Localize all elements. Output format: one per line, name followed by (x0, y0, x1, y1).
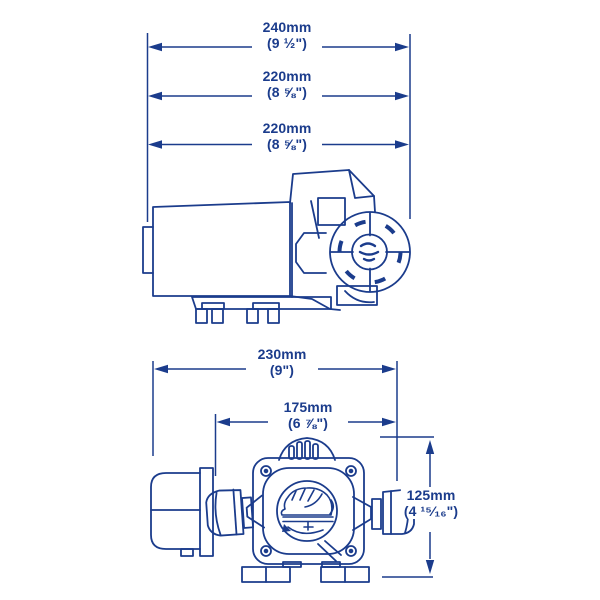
arrow-icon (395, 42, 409, 52)
whale-logo (280, 487, 335, 535)
emblem-swoosh-arrow (282, 524, 291, 532)
dimension-inch-text: (6 ⅞") (288, 414, 328, 431)
dimension-label-125mm: 125mm (4 ¹⁵⁄₁₆") (400, 487, 462, 519)
arrow-icon (382, 364, 396, 374)
foot-leg (211, 308, 224, 324)
connector-flange (371, 498, 382, 530)
whale-tail (329, 499, 335, 515)
dimension-inch-text: (8 ⅝") (267, 135, 307, 152)
connector-nut-facet (232, 488, 238, 536)
hose-clamp (295, 232, 327, 274)
dimension-mm-text: 230mm (257, 346, 307, 362)
dimension-inch-text: (9") (269, 361, 295, 378)
motor-cap-step (180, 548, 194, 557)
pump-side-view-drawing (142, 169, 411, 324)
arrow-icon (395, 140, 409, 149)
dimension-mm-text: 220mm (262, 120, 312, 136)
arrow-icon (148, 140, 162, 149)
whale-hatch (291, 488, 315, 502)
motor-cap-bell (150, 472, 201, 550)
side-view-dimension-lines (146, 33, 411, 222)
arrow-icon (154, 364, 168, 374)
corner-bolt (345, 545, 357, 557)
motor-end-tab (142, 226, 154, 274)
vent-fin (312, 443, 319, 460)
front-view-dimension-arrows (154, 364, 435, 574)
whale-fin (304, 493, 323, 508)
arrow-icon (425, 440, 435, 454)
foot-tab (321, 561, 341, 568)
pump-face-outer-circle (329, 211, 411, 293)
corner-bolt-dot (263, 468, 269, 474)
brand-stamp-marks (358, 242, 380, 262)
foot-leg (246, 308, 259, 324)
connector-wedge (245, 494, 266, 529)
motor-cap-flange (199, 467, 214, 557)
housing-bottom-curve (344, 290, 375, 304)
housing-bottom-edge (289, 295, 341, 311)
emblem-swoosh (287, 526, 324, 535)
dimension-label-240mm: 240mm (9 ½") (259, 19, 315, 51)
connector-nut (205, 489, 245, 537)
dimension-label-175mm: 175mm (6 ⅞") (280, 399, 336, 431)
housing-detail-panel (317, 197, 346, 226)
emblem-hook (303, 520, 314, 531)
foot-tab (282, 561, 302, 568)
vent-fin (288, 445, 295, 460)
pump-face-quadrant-lines (330, 212, 410, 292)
arrow-icon (148, 42, 162, 52)
foot-leg (267, 308, 280, 324)
left-hose-connector (205, 488, 266, 537)
pump-body-outer (252, 457, 365, 565)
top-vent-hump (278, 437, 336, 461)
dimension-mm-text: 175mm (283, 399, 333, 415)
brand-emblem-circle (276, 480, 338, 542)
arrow-icon (148, 91, 162, 101)
dimension-inch-text: (9 ½") (267, 34, 307, 51)
dimension-label-230mm: 230mm (9") (254, 346, 310, 378)
dimension-inch-text: (8 ⅝") (267, 83, 307, 100)
pump-front-view-drawing (150, 437, 415, 583)
arrow-icon (395, 91, 409, 101)
arrow-icon (425, 560, 435, 574)
vent-fin (296, 441, 303, 460)
foot-plate (252, 302, 280, 310)
arrow-icon (216, 417, 230, 427)
corner-bolt-dot (263, 548, 269, 554)
connector-wedge (352, 496, 372, 531)
housing-detail-line (310, 200, 320, 239)
side-view-dimension-arrows (148, 42, 409, 149)
corner-bolt-dot (348, 548, 354, 554)
housing-fold-corner (348, 169, 375, 199)
connector-flange (241, 496, 254, 529)
whale-body (280, 487, 333, 516)
corner-bolt (260, 545, 272, 557)
arrow-icon (382, 417, 396, 427)
front-view-dimension-lines (152, 361, 434, 578)
connector-nut-facet (214, 491, 222, 536)
foot-leg (195, 308, 208, 324)
dimension-mm-text: 125mm (406, 487, 456, 503)
corner-bolt-dot (348, 468, 354, 474)
dimension-mm-text: 240mm (262, 19, 312, 35)
corner-bolt (345, 465, 357, 477)
pump-body-inner (262, 467, 355, 555)
housing-bottom-block (336, 285, 378, 306)
corner-strap (317, 540, 342, 562)
motor-body (152, 201, 291, 297)
dimension-label-220mm-b: 220mm (8 ⅝") (259, 120, 315, 152)
dimension-inch-text: (4 ¹⁵⁄₁₆") (403, 502, 459, 519)
dimension-mm-text: 220mm (262, 68, 312, 84)
pump-head-housing-top (289, 169, 376, 213)
pump-face-inner-circle (351, 233, 388, 271)
dimension-label-220mm-a: 220mm (8 ⅝") (259, 68, 315, 100)
vent-fin (304, 440, 311, 460)
corner-bolt (260, 465, 272, 477)
